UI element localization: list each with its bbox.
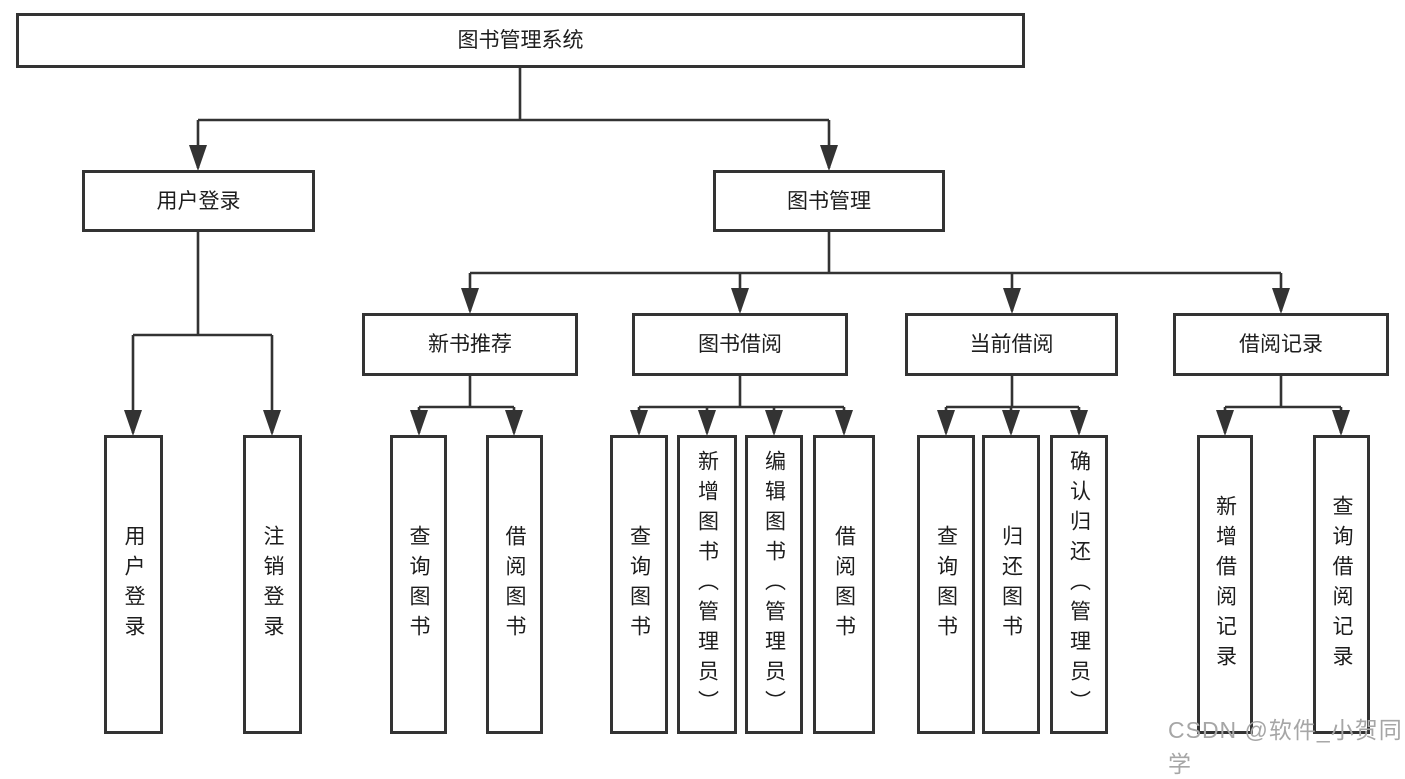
- leaf-query-book-current: 查询图书: [917, 435, 975, 734]
- node-label: 图书管理系统: [457, 29, 584, 52]
- arrow-down-icon: [937, 410, 955, 436]
- connector-root-to-level2: [196, 68, 831, 168]
- leaf-confirm-return-admin: 确认归还（管理员）: [1050, 435, 1108, 734]
- connector-book-mgmt-children: [468, 232, 1283, 311]
- leaf-query-book-recommend: 查询图书: [390, 435, 447, 734]
- node-label: 归还图书: [999, 524, 1023, 645]
- arrow-down-icon: [1272, 288, 1290, 314]
- arrow-down-icon: [1070, 410, 1088, 436]
- node-label: 查询图书: [407, 524, 430, 645]
- node-label: 图书管理: [787, 189, 871, 213]
- arrow-down-icon: [820, 145, 838, 171]
- node-label: 用户登录: [122, 524, 145, 645]
- leaf-add-book-admin: 新增图书（管理员）: [677, 435, 737, 734]
- node-label: 编辑图书（管理员）: [762, 449, 786, 720]
- arrow-down-icon: [1332, 410, 1350, 436]
- node-label: 用户登录: [156, 189, 241, 213]
- node-label: 新书推荐: [428, 333, 512, 356]
- node-label: 图书借阅: [698, 333, 782, 356]
- leaf-query-borrow-record: 查询借阅记录: [1313, 435, 1370, 734]
- connector-borrow-record-children: [1223, 376, 1343, 433]
- arrow-down-icon: [505, 410, 523, 436]
- csdn-watermark: CSDN @软件_小贺同学: [1168, 717, 1403, 777]
- arrow-down-icon: [410, 410, 428, 436]
- arrow-down-icon: [765, 410, 783, 436]
- arrow-down-icon: [1003, 288, 1021, 314]
- node-current-borrowing: 当前借阅: [905, 313, 1118, 376]
- connector-book-borrow-children: [637, 376, 846, 433]
- leaf-edit-book-admin: 编辑图书（管理员）: [745, 435, 803, 734]
- leaf-add-borrow-record: 新增借阅记录: [1197, 435, 1253, 734]
- arrow-down-icon: [630, 410, 648, 436]
- node-library-system: 图书管理系统: [16, 13, 1025, 68]
- org-chart-diagram: 图书管理系统 用户登录 图书管理 新书推荐 图书借阅 当前借阅 借阅记录 用户登…: [16, 13, 1402, 777]
- leaf-query-book-borrow: 查询图书: [610, 435, 668, 734]
- arrow-down-icon: [698, 410, 716, 436]
- leaf-logout: 注销登录: [243, 435, 302, 734]
- leaf-borrow-book-recommend: 借阅图书: [486, 435, 543, 734]
- arrow-down-icon: [263, 410, 281, 436]
- arrow-down-icon: [1216, 410, 1234, 436]
- node-book-borrowing: 图书借阅: [632, 313, 848, 376]
- node-book-management: 图书管理: [713, 170, 945, 232]
- arrow-down-icon: [731, 288, 749, 314]
- node-label: 查询图书: [627, 524, 651, 645]
- node-new-book-recommend: 新书推荐: [362, 313, 578, 376]
- connector-paths: [131, 68, 1343, 433]
- leaf-return-book: 归还图书: [982, 435, 1040, 734]
- node-label: 当前借阅: [969, 333, 1054, 356]
- node-label: 查询借阅记录: [1330, 494, 1353, 675]
- node-label: 借阅记录: [1239, 333, 1323, 356]
- node-label: 新增借阅记录: [1213, 494, 1237, 675]
- leaf-borrow-book: 借阅图书: [813, 435, 875, 734]
- connector-user-login-children: [131, 232, 274, 433]
- node-label: 借阅图书: [832, 524, 856, 645]
- arrow-down-icon: [835, 410, 853, 436]
- node-label: 新增图书（管理员）: [695, 449, 719, 720]
- connector-new-book-children: [417, 376, 516, 433]
- node-label: 确认归还（管理员）: [1067, 449, 1091, 720]
- node-borrow-records: 借阅记录: [1173, 313, 1389, 376]
- connector-lines: [124, 68, 1350, 436]
- node-label: 查询图书: [934, 524, 958, 645]
- node-user-login: 用户登录: [82, 170, 315, 232]
- arrow-down-icon: [1002, 410, 1020, 436]
- arrow-down-icon: [461, 288, 479, 314]
- leaf-user-login: 用户登录: [104, 435, 163, 734]
- node-label: 注销登录: [261, 524, 284, 645]
- arrowhead-icons: [124, 145, 1350, 436]
- arrow-down-icon: [124, 410, 142, 436]
- node-label: 借阅图书: [503, 524, 526, 645]
- arrow-down-icon: [189, 145, 207, 171]
